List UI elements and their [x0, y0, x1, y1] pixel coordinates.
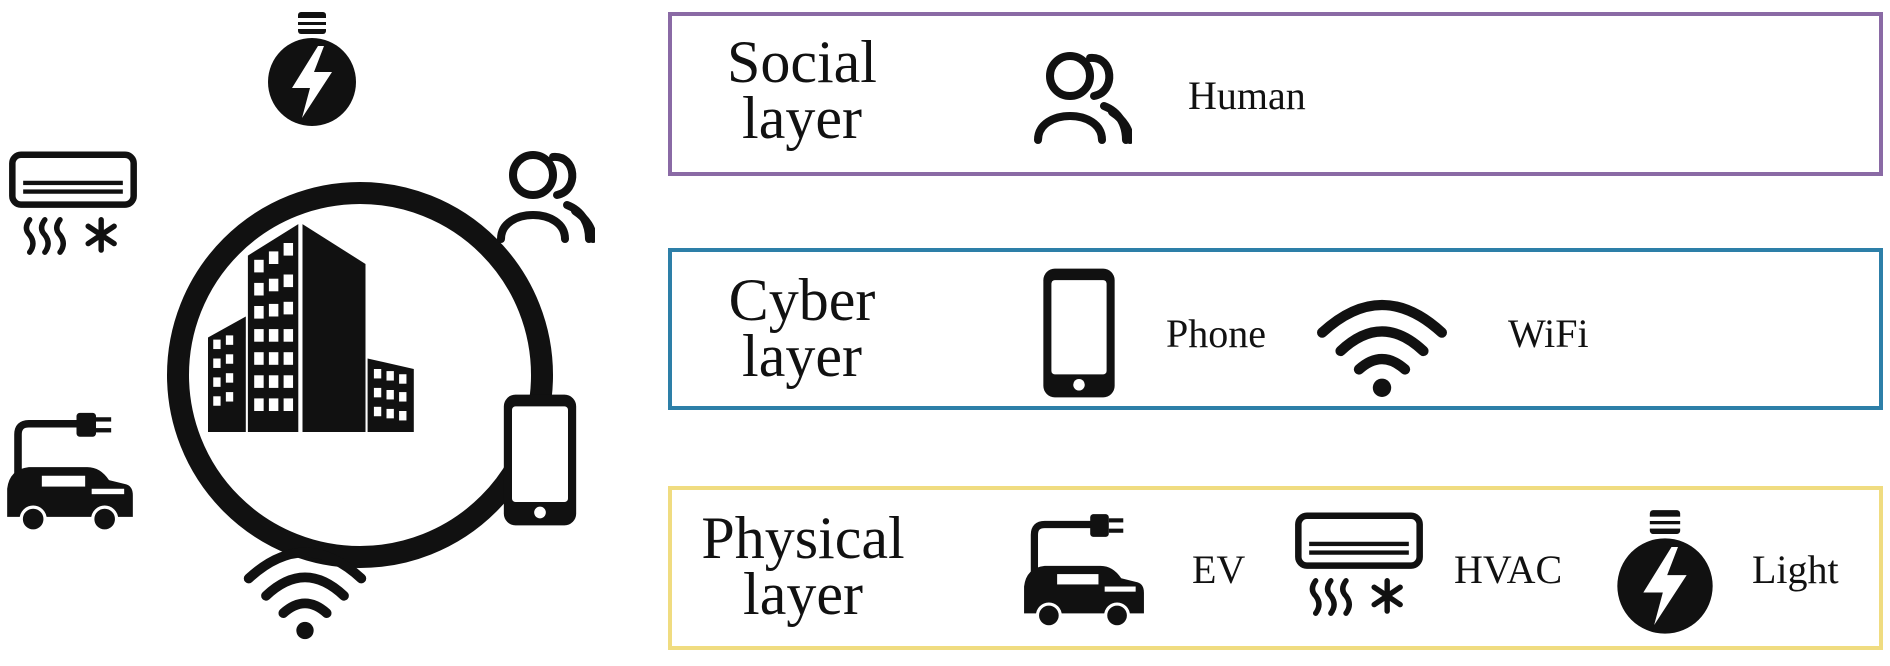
item-label-ev: EV — [1192, 547, 1246, 592]
physical-layer-box: Physical layer EV HVAC Light — [668, 486, 1883, 650]
hvac-icon — [8, 150, 138, 270]
building-icon — [208, 222, 418, 432]
item-label-light: Light — [1752, 547, 1839, 592]
layer-title: Cyber layer — [728, 267, 876, 389]
people-icon — [495, 145, 595, 245]
layer-title: Social layer — [727, 29, 877, 151]
people-icon — [1032, 46, 1132, 146]
ev-icon — [1022, 512, 1146, 630]
layer-title: Physical layer — [701, 505, 905, 627]
item-label-wifi: WiFi — [1508, 311, 1589, 356]
light-icon — [1610, 508, 1720, 638]
wifi-icon — [1312, 282, 1452, 397]
hub-ring — [167, 182, 553, 568]
cyber-layer-box: Cyber layer Phone WiFi — [668, 248, 1883, 410]
phone-icon — [495, 390, 585, 530]
item-label-phone: Phone — [1166, 311, 1266, 356]
light-icon — [262, 10, 362, 130]
ev-icon — [5, 410, 135, 535]
hvac-icon — [1294, 510, 1424, 632]
social-layer-box: Social layer Human — [668, 12, 1883, 176]
phone-icon — [1034, 264, 1124, 402]
item-label-hvac: HVAC — [1454, 547, 1563, 592]
wifi-icon — [240, 530, 370, 640]
item-label-human: Human — [1188, 73, 1306, 118]
